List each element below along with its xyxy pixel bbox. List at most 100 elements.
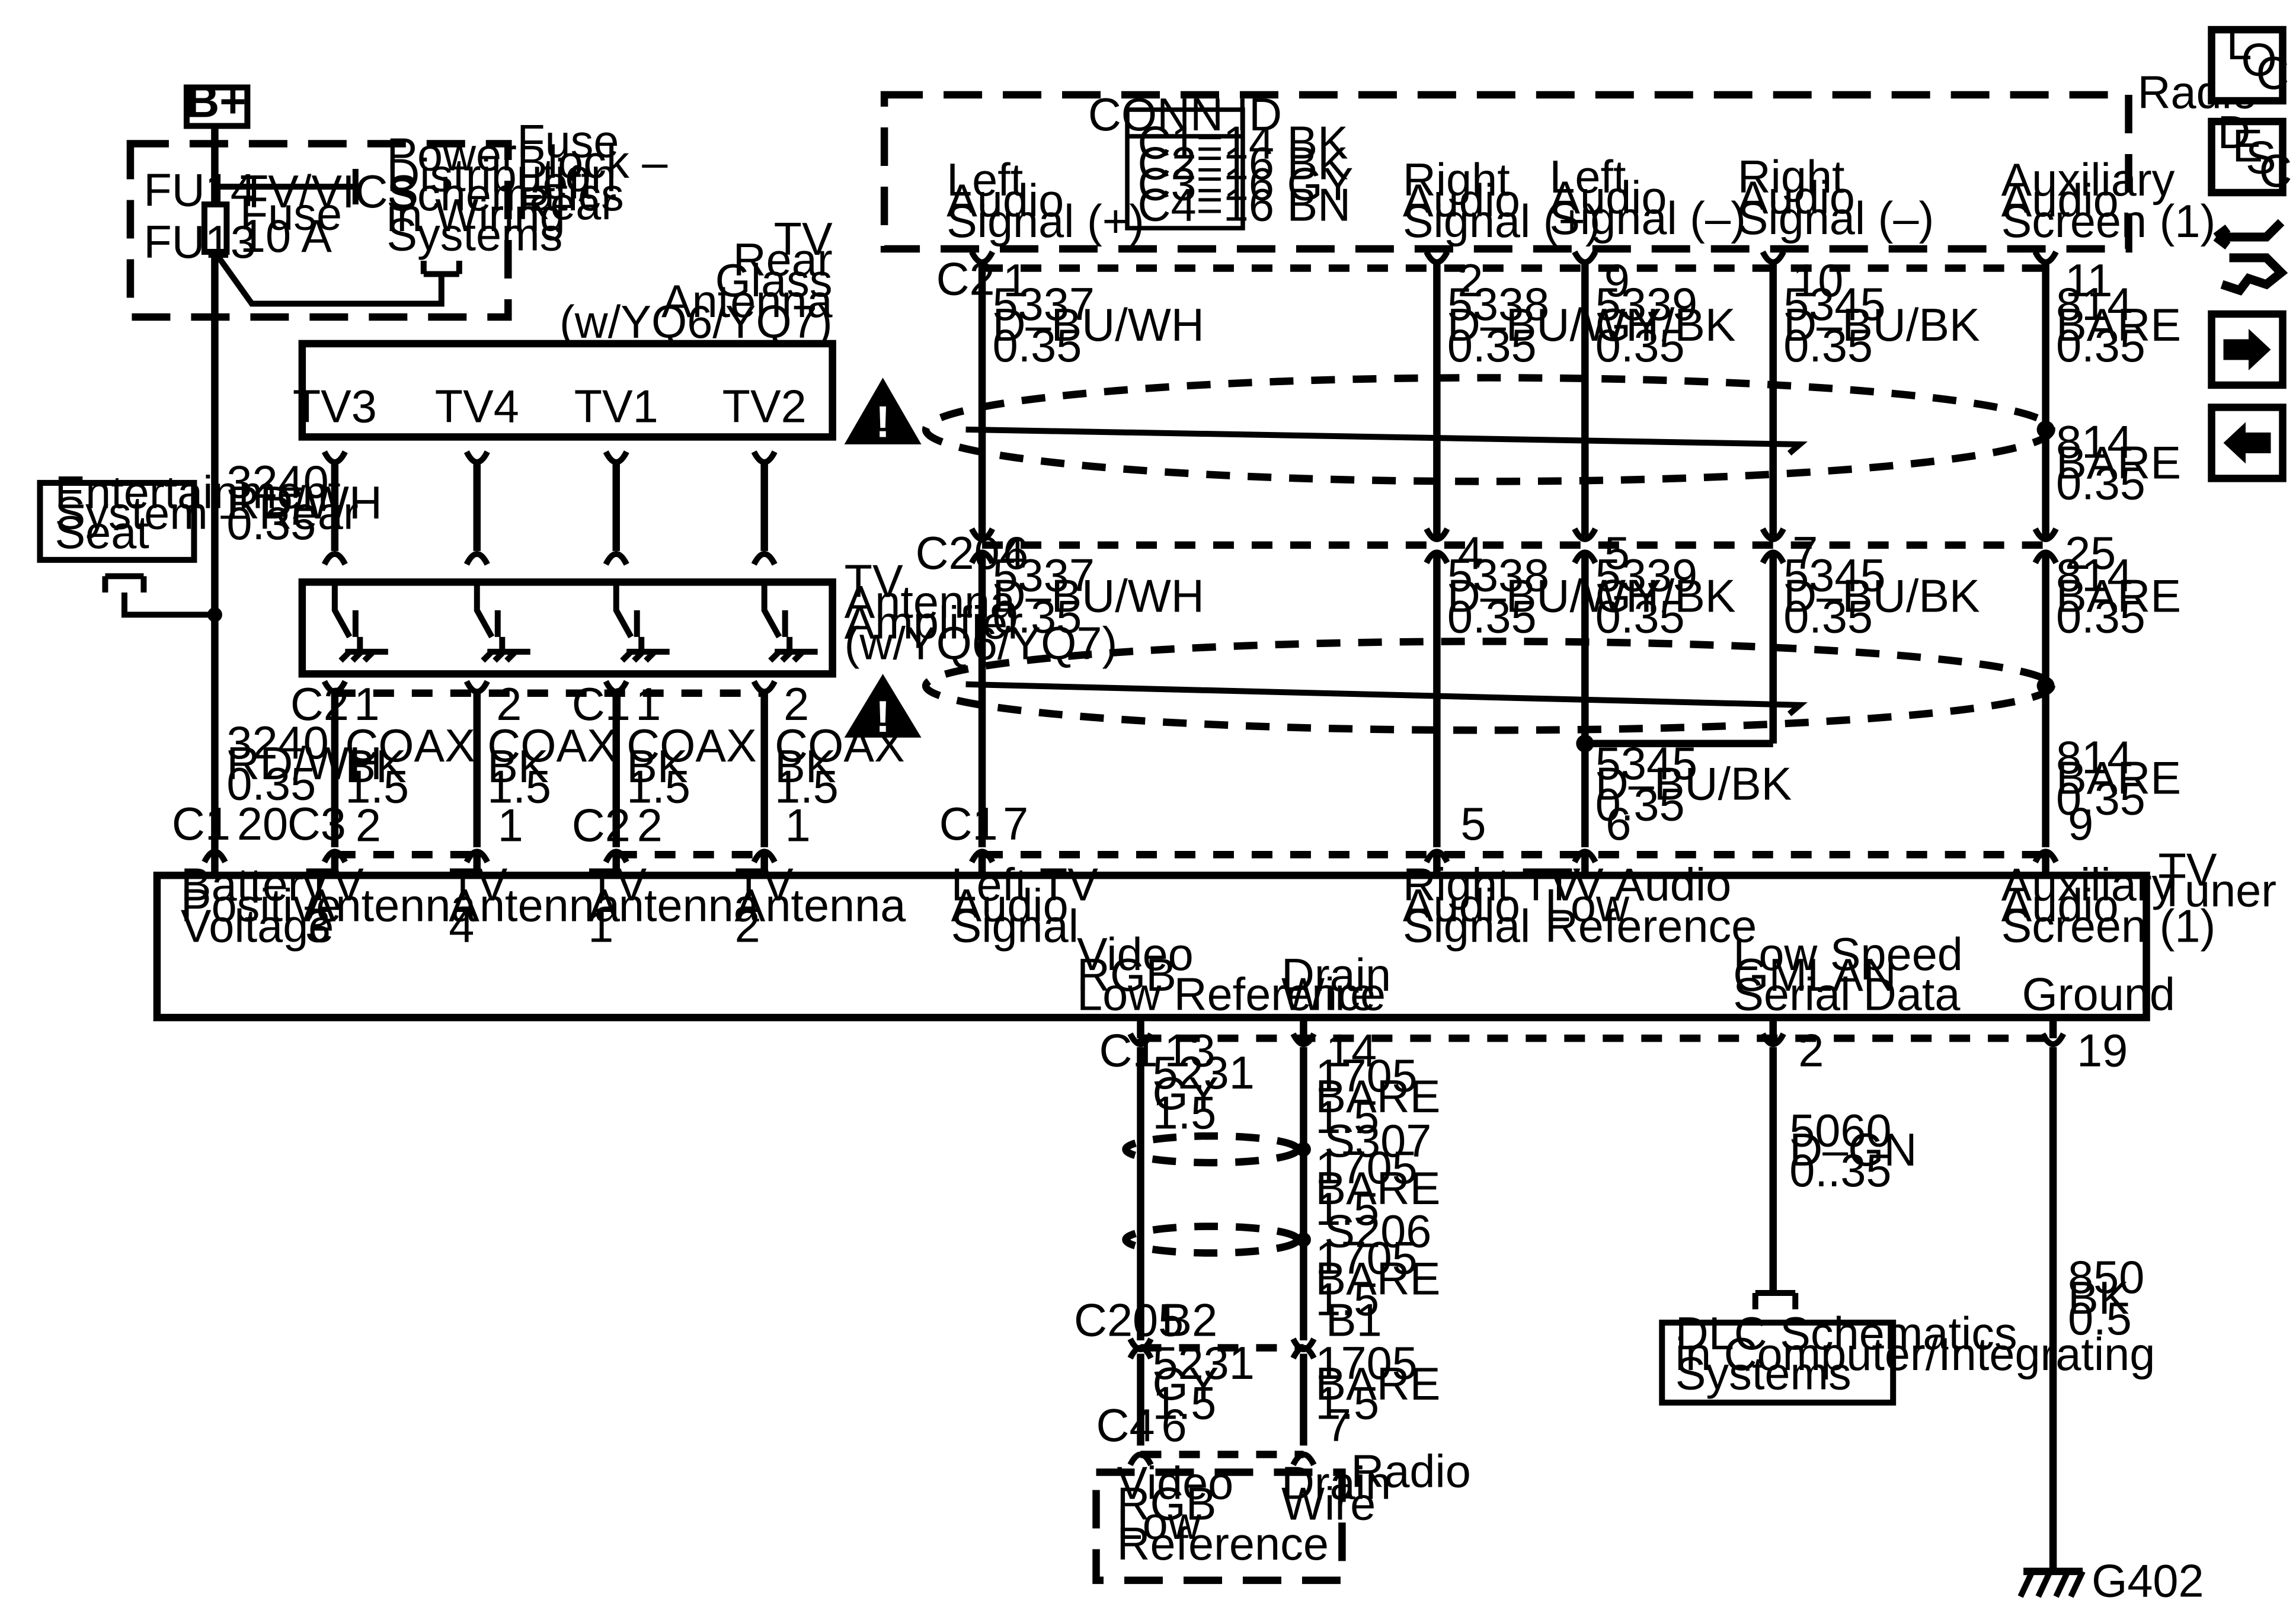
lrp1-l3: Low [1117,1498,1202,1549]
dwb-l1: 1705 [1315,1142,1417,1193]
shield-drain-dot-lower [2036,677,2055,695]
tuner-pin-7: 7 [1003,799,1028,850]
glass-pin-tv1: TV1 [574,381,658,432]
glass-label-line-3: Glass [715,255,833,306]
radio-sig-2-l2: Audio [1403,175,1520,226]
lrp1-l1: Video [1117,1458,1234,1509]
dwb-l2: BARE [1315,1163,1440,1214]
rw4-l1: 5345 [1783,279,1885,330]
radio-sig-3-l3: Signal (–) [1549,193,1746,244]
power-dist-line-2: Distribution [386,151,616,201]
bl3-l3: Serial Data [1733,969,1961,1020]
vwa-l1: 5231 [1152,1048,1254,1099]
cw5-l1: 814 [2056,550,2132,601]
cw3-l1: 5339 [1595,550,1697,601]
coax-wire-tv4 [463,450,490,566]
ground-g402-label: G402 [2092,1555,2204,1606]
prev-arrow-button[interactable] [2208,404,2287,482]
coax-run-antenna-3: COAX BK 1.5 [321,680,475,864]
cw5-l2: BARE [2056,571,2181,622]
tl8-l1: TV Audio [1545,860,1731,911]
power-distribution-reference[interactable]: Power Distribution Schematics in Wiring … [386,130,623,261]
drain-wire-label-b: 1705 BARE 1.5 [1315,1142,1440,1235]
tl7-l2: Audio [1403,881,1520,932]
rw1-l2: D–BU/WH [993,300,1204,351]
loc-letter-c: C [2256,48,2289,99]
dlc-schematics-reference[interactable] [1659,1320,1897,1406]
radio-wire-labels: 5337 D–BU/WH 0.35 5338 D–BU/WH 0.35 5339… [993,279,2182,509]
bl1-l3: Low Reference [1077,969,1386,1020]
drain-wire-label-c: 1705 BARE 1.5 [1315,1233,1440,1326]
entertainment-system-reference[interactable] [37,479,197,563]
caution-mark-upper: ! [875,396,890,446]
dwc-l3: 1.5 [1315,1275,1379,1326]
tuner-pin-ant1: 2 [637,801,663,852]
cw2-l2: D–BU/WH [1447,571,1659,622]
lower-radio-label: Radio [1351,1446,1470,1497]
rw4-l2: D–BU/BK [1783,300,1980,351]
dwa-l2: BARE [1315,1071,1440,1122]
vwb-l1: 5231 [1152,1338,1254,1389]
rw4-l3: 0.35 [1783,321,1873,372]
cw1-l1: 5337 [993,550,1095,601]
cw3-l2: GY/BK [1595,571,1736,622]
amp-out-pin-1a: 1 [354,679,379,730]
ent-ref-line-2: System – Rear [55,488,358,539]
c204-pin-4: 4 [1457,528,1483,579]
cw2-l1: 5338 [1447,550,1549,601]
cshield-l3: 0.35 [2056,774,2145,825]
rw2-l2: D–BU/WH [1447,300,1659,351]
cw5-l3: 0.35 [2056,591,2145,642]
c4-label: C4 [1096,1400,1155,1451]
radio-sig-3-l2: Audio [1549,172,1667,223]
next-arrow-icon [2223,328,2271,370]
c4-terminals [1127,1451,1317,1467]
next-arrow-button[interactable] [2208,310,2287,389]
vwb-l2: GY [1152,1359,1219,1410]
bl4-l1: Ground [2022,969,2175,1020]
lrp2-l1: Drain [1281,1458,1391,1509]
rw2-l1: 5338 [1447,279,1549,330]
tl3-l1: TV [449,860,507,911]
cw1-l3: 0.35 [993,591,1082,642]
c204-label: C204 [916,528,1025,579]
prev-arrow-icon [2223,422,2271,464]
lrp1-l2: RGB [1117,1478,1217,1529]
power-dist-line-4: in Wiring [386,190,565,241]
coax-wire-tv3 [321,450,348,566]
cshield-l1: 814 [2056,732,2132,783]
tuner-pin-9: 9 [2068,799,2093,850]
c205-pin-b1: B1 [1326,1295,1382,1346]
caution-icon-lower [844,674,922,738]
bl1-l2: RGB [1077,950,1176,1001]
tl6-l3: Signal [951,901,1079,952]
video-wire-label-b: 5231 GY 1.5 [1152,1338,1254,1429]
bl2-l2: Wire [1281,969,1376,1020]
desc-button[interactable]: D E S C [2208,107,2292,197]
loc-letter-l: L [2227,18,2252,69]
radio-signal-labels: Left Audio Signal (+) Right Audio Signal… [946,152,2215,247]
rshield-l1: 814 [2056,417,2132,468]
connector-icon[interactable] [2213,219,2288,296]
radio-pin-2: 2 [1457,255,1483,306]
dwc-l2: BARE [1315,1254,1440,1305]
radio-pin-11: 11 [2065,255,2112,306]
tl6-l1: Left TV [951,860,1099,911]
gw-l2: D–GN [1789,1125,1917,1176]
tl3-l2: Antenna [449,881,621,932]
ent-ref-line-1: Entertainment [55,467,340,518]
radio-pin-9: 9 [1604,255,1630,306]
amp-switch-symbols [331,582,818,663]
radio-sig-2-l1: Right [1403,155,1510,206]
loc-button[interactable]: L O C [2208,18,2289,105]
drain-wire-label-d: 1705 BARE 1.5 [1315,1338,1440,1429]
cw2-l3: 0.35 [1447,591,1537,642]
radio-sig-3-l1: Left [1549,152,1626,203]
tuner-conn-c2: C2 [572,801,631,852]
vwb-l3: 1.5 [1152,1378,1216,1429]
radio-sig-2-l3: Signal (+) [1403,196,1601,247]
coax-label-c-1: COAX [626,721,757,772]
coax-label-a-2: BK [345,741,406,792]
radio-sig-5-l1: Auxiliary [2001,155,2175,206]
c204-terminals [969,527,2059,565]
